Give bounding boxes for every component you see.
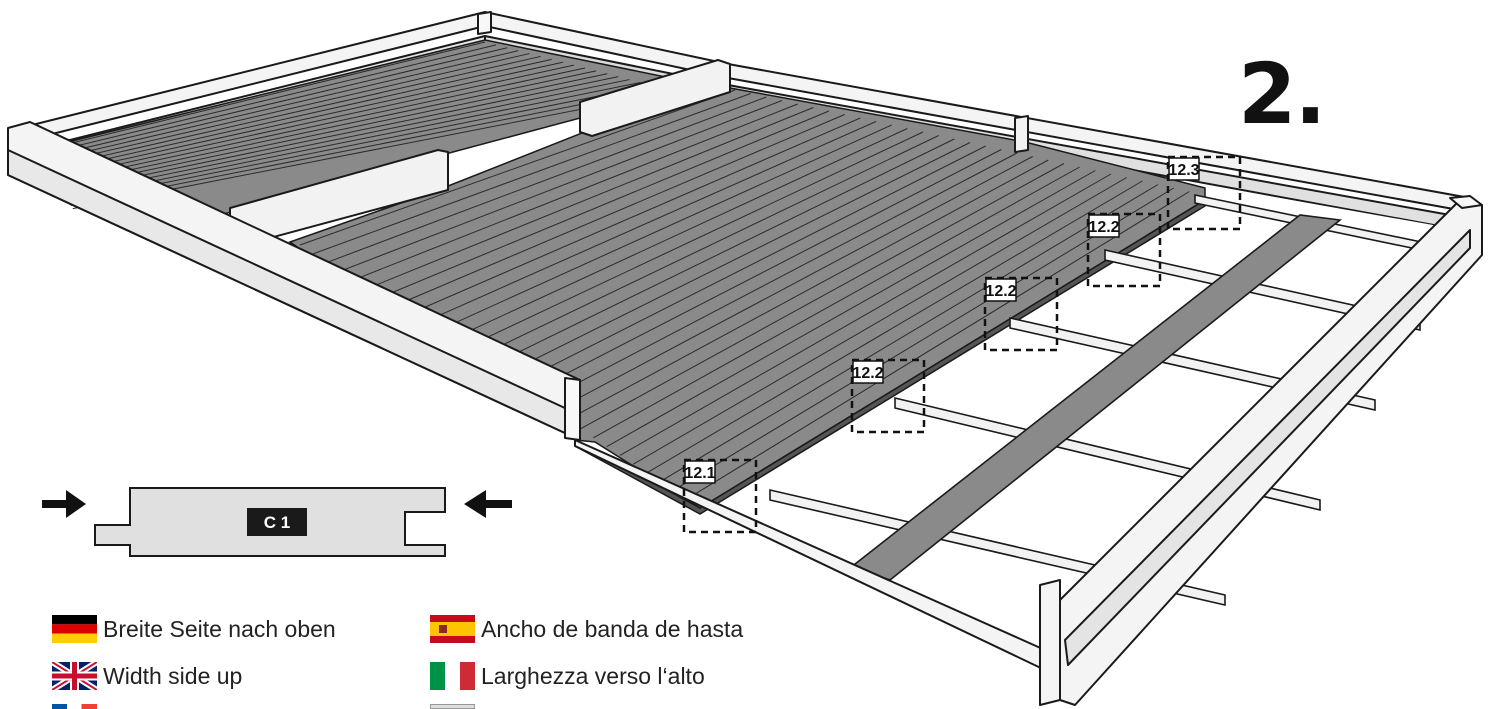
board-seam xyxy=(579,163,1065,430)
fr-flag-icon xyxy=(52,704,97,709)
board-seam xyxy=(299,89,736,246)
legend-item-es: Ancho de banda de hasta xyxy=(430,615,743,643)
board-seam xyxy=(486,138,955,369)
board-seam xyxy=(499,142,971,377)
legend-text-it: Larghezza verso l‘alto xyxy=(481,662,705,689)
it-flag-icon xyxy=(430,662,475,690)
board-seam xyxy=(379,110,830,299)
board-seam xyxy=(593,166,1080,439)
partition-walls xyxy=(229,59,1029,247)
board-seam xyxy=(566,159,1049,421)
callout-box xyxy=(850,358,926,434)
board-seam xyxy=(57,70,597,186)
board-seam xyxy=(646,180,1143,474)
board-seam xyxy=(61,76,619,193)
callout-label: 12.2 xyxy=(852,365,883,382)
right-arrow-icon xyxy=(464,490,512,518)
detail-callouts: 12.1 12.2 12.2 12.2 12.3 xyxy=(682,155,1242,534)
step-number: 2. xyxy=(1238,45,1326,143)
board-seam xyxy=(63,79,630,196)
es-flag-icon xyxy=(430,615,475,643)
de-flag-icon xyxy=(52,615,97,643)
partial-flag-icon xyxy=(430,704,475,709)
board-seam xyxy=(446,128,908,342)
board-seam xyxy=(66,81,641,200)
legend-item-de: Breite Seite nach oben xyxy=(52,615,336,643)
legend-text-es: Ancho de banda de hasta xyxy=(481,615,744,642)
legend-item-uk: Width side up xyxy=(50,659,243,693)
left-frame xyxy=(7,121,581,441)
board-seam xyxy=(339,100,783,272)
board-lines xyxy=(34,41,1190,500)
board-seam xyxy=(48,58,552,173)
callout-tag xyxy=(684,460,716,484)
board-seam xyxy=(46,55,541,170)
board-seam xyxy=(68,84,652,203)
legend-text-de: Breite Seite nach oben xyxy=(103,615,336,642)
callout-label: 12.3 xyxy=(1168,162,1199,179)
board-seam xyxy=(52,64,574,180)
profile-cross-section: C 1 xyxy=(42,487,512,557)
callout-box xyxy=(682,458,758,534)
board-seam xyxy=(34,41,486,153)
board-seam xyxy=(553,156,1033,413)
board-seam xyxy=(353,103,798,281)
board-seam xyxy=(54,67,586,183)
profile-label-box xyxy=(247,508,307,536)
board-seam xyxy=(473,135,939,360)
callout-tag xyxy=(985,278,1017,302)
board-seam xyxy=(459,131,924,351)
callout-label: 12.1 xyxy=(684,465,715,482)
board-seam xyxy=(606,170,1096,448)
legend-text-uk: Width side up xyxy=(103,662,243,689)
uk-flag-icon xyxy=(50,659,99,693)
callout-box xyxy=(1166,155,1242,231)
board-seam xyxy=(633,177,1127,465)
board-seam xyxy=(37,44,497,156)
board-seam xyxy=(419,121,877,325)
left-arrow-icon xyxy=(42,490,86,518)
board-seam xyxy=(659,184,1159,483)
board-seam xyxy=(43,53,530,166)
board-seam xyxy=(59,73,608,190)
board-seam xyxy=(619,173,1112,456)
board-seam xyxy=(41,50,519,163)
board-seam xyxy=(50,61,563,176)
board-seam xyxy=(673,187,1174,491)
callout-box xyxy=(1086,212,1162,288)
board-seam xyxy=(686,191,1190,500)
board-seam xyxy=(39,47,508,160)
board-seam xyxy=(366,107,814,290)
board-seam xyxy=(393,114,845,307)
board-seam xyxy=(513,145,986,386)
board-seam xyxy=(526,149,1002,395)
callout-label: 12.2 xyxy=(1088,219,1119,236)
board-seam xyxy=(70,87,663,206)
board-seam xyxy=(326,96,767,264)
legend-item-it: Larghezza verso l‘alto xyxy=(430,662,705,690)
board-seam xyxy=(313,93,751,255)
board-seam xyxy=(539,152,1018,404)
callout-box xyxy=(983,276,1059,352)
callout-label: 12.2 xyxy=(985,283,1016,300)
callout-tag xyxy=(852,360,884,384)
profile-label: C 1 xyxy=(264,513,290,532)
board-seam xyxy=(433,124,892,334)
callout-tag xyxy=(1088,214,1120,238)
right-frame xyxy=(1059,195,1483,706)
callout-tag xyxy=(1168,157,1200,181)
board-seam xyxy=(406,117,861,316)
